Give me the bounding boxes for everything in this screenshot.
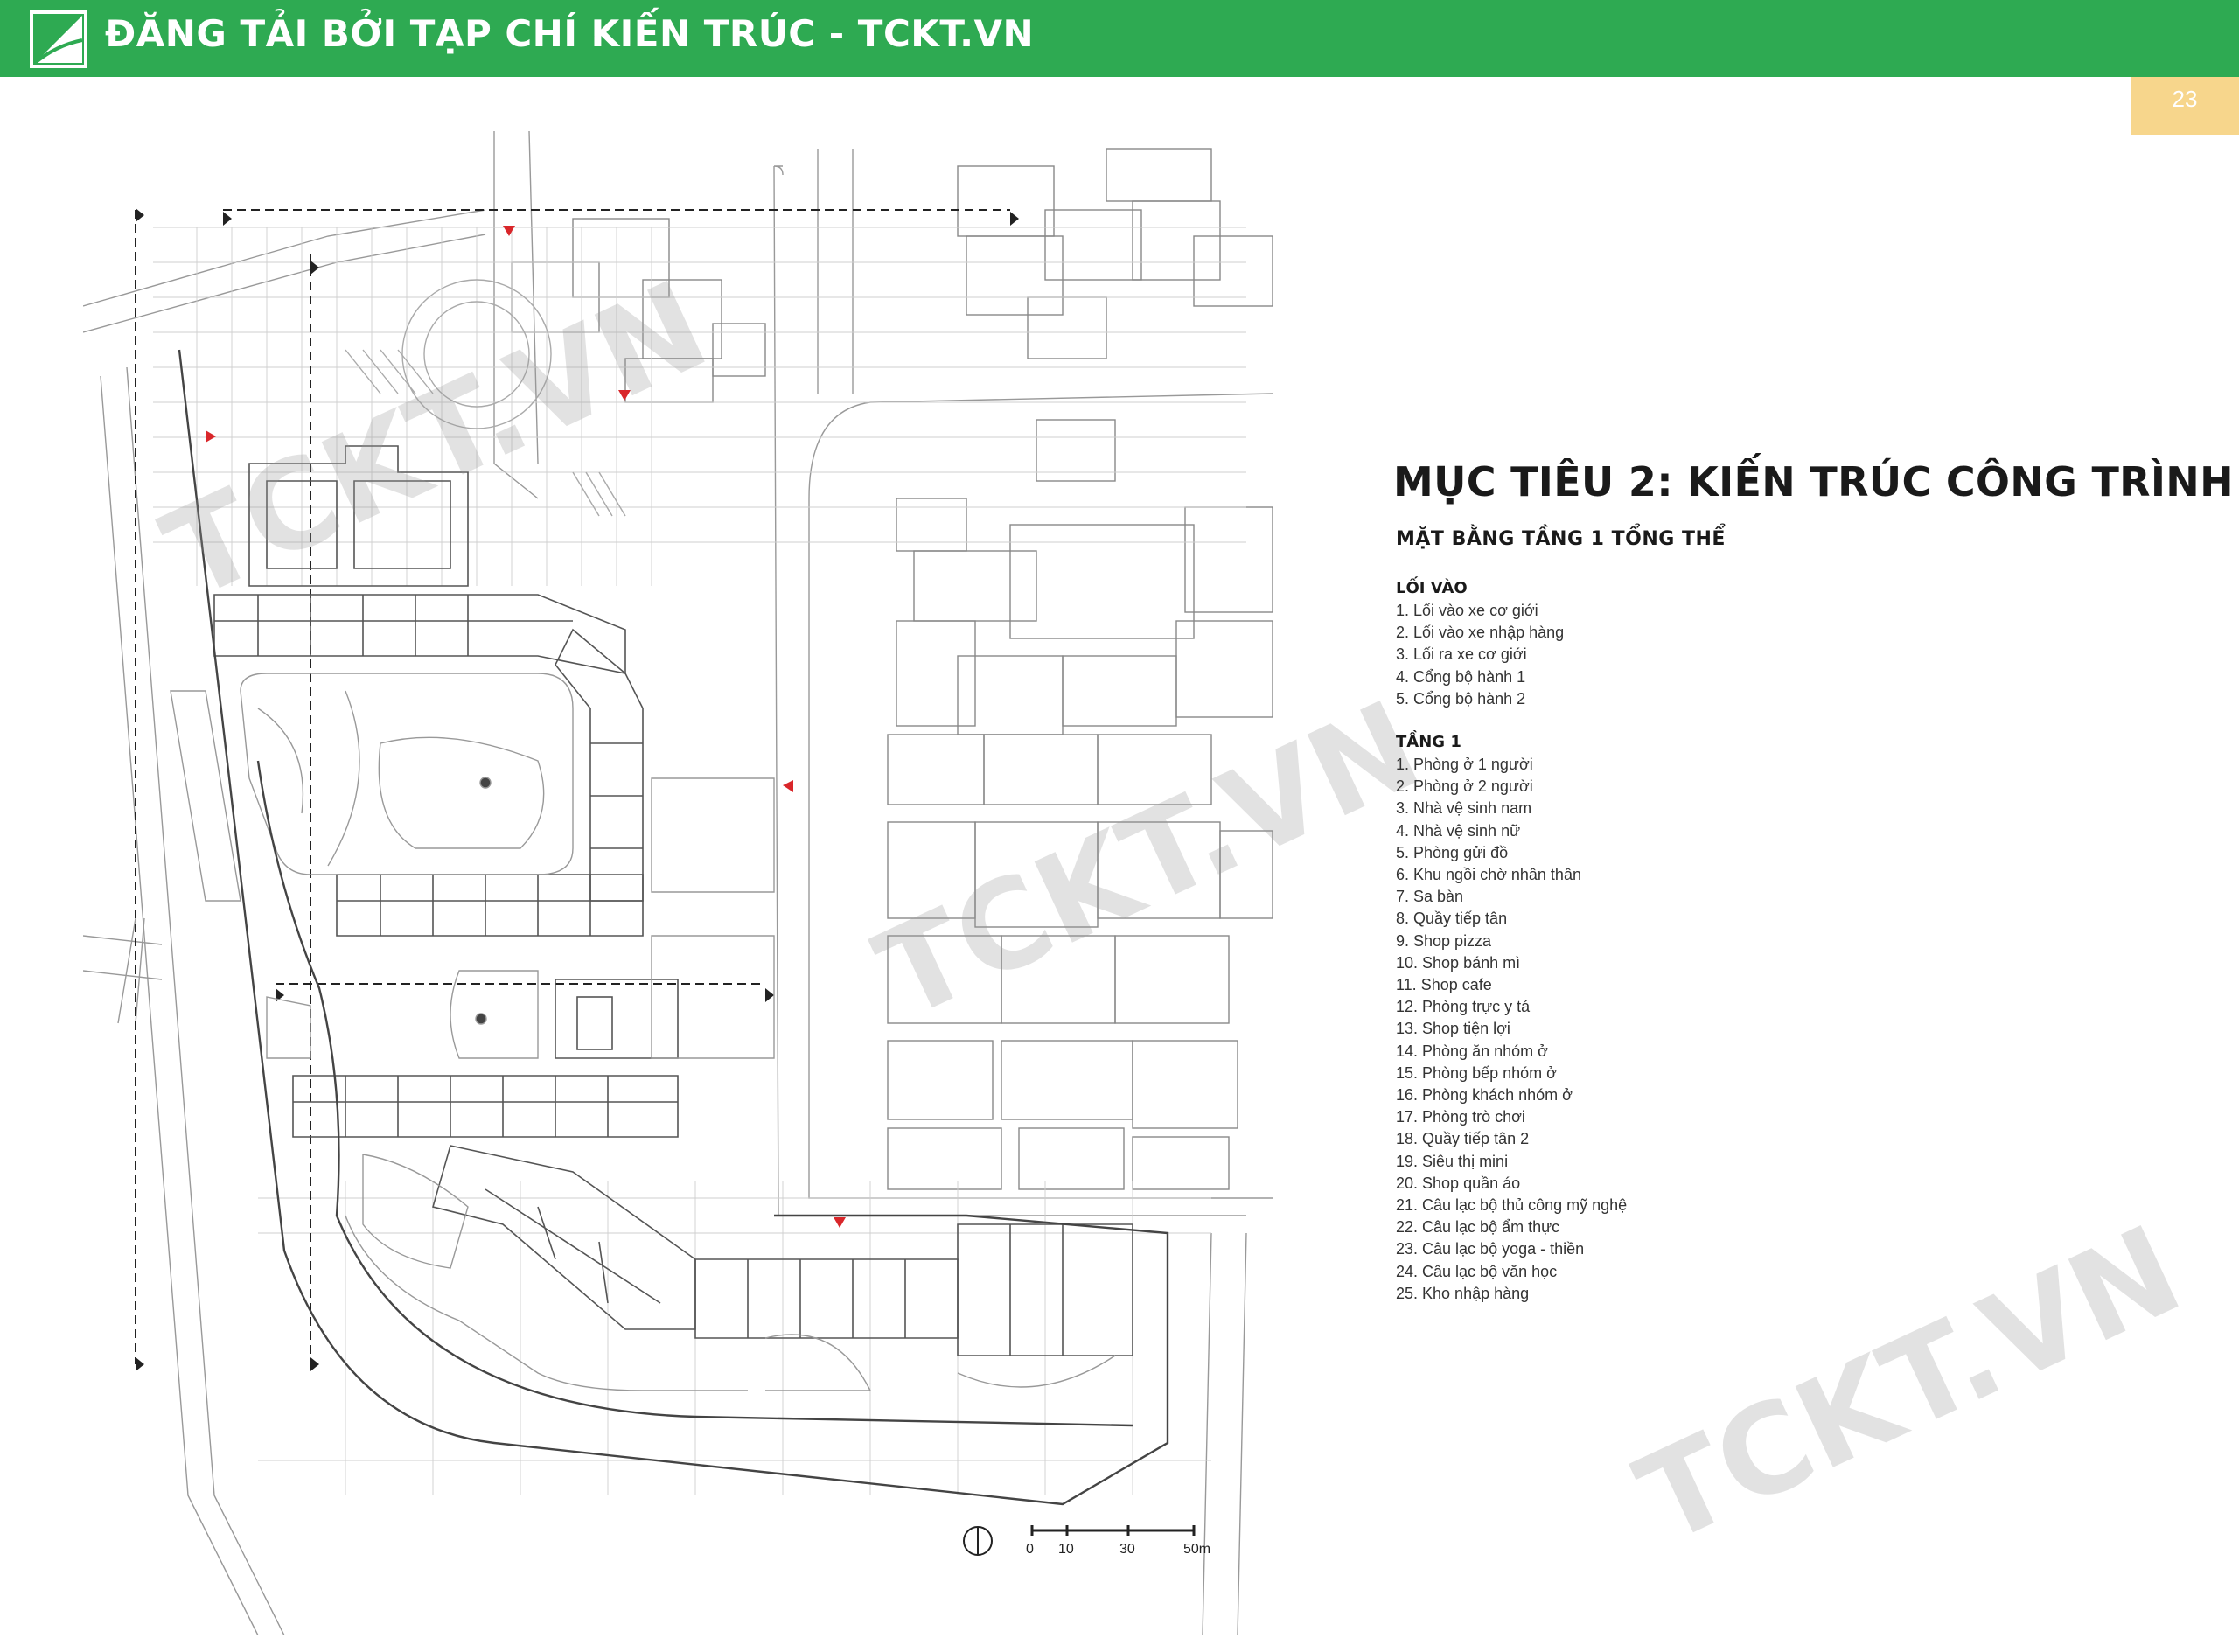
- list-item: 17. Phòng trò chơi: [1396, 1108, 1525, 1126]
- banner-text: ĐĂNG TẢI BỞI TẠP CHÍ KIẾN TRÚC - TCKT.VN: [105, 12, 1035, 55]
- list-item: 7. Sa bàn: [1396, 888, 1464, 906]
- list-item: 3. Nhà vệ sinh nam: [1396, 799, 1532, 818]
- list-item: 18. Quầy tiếp tân 2: [1396, 1130, 1530, 1148]
- scale-label: 30: [1120, 1542, 1135, 1557]
- header-bar: ĐĂNG TẢI BỞI TẠP CHÍ KIẾN TRÚC - TCKT.VN: [0, 0, 2239, 77]
- north-arrow-icon: [963, 1526, 993, 1556]
- scale-labels: 0 10 30 50m: [1026, 1542, 1210, 1557]
- neighbour-buildings: [511, 148, 1273, 1190]
- list-item: 5. Phòng gửi đồ: [1396, 843, 1509, 861]
- watermark: TCKT.VN: [1618, 1199, 2201, 1572]
- floor1-list: 1. Phòng ở 1 người 2. Phòng ở 2 người 3.…: [1396, 754, 1627, 1305]
- list-item: 3. Lối ra xe cơ giới: [1396, 645, 1527, 664]
- site-plan-drawing: 0 10 30 50m: [83, 131, 1273, 1635]
- scale-label: 0: [1026, 1542, 1034, 1557]
- courtyards-landscape: [170, 673, 1116, 1391]
- list-item: 11. Shop cafe: [1396, 976, 1492, 994]
- scale-bar: [1030, 1525, 1196, 1536]
- page-title: MỤC TIÊU 2: KIẾN TRÚC CÔNG TRÌNH: [1393, 458, 2234, 505]
- entrances-heading: LỐI VÀO: [1396, 579, 1468, 597]
- list-item: 6. Khu ngồi chờ nhân thân: [1396, 866, 1581, 884]
- page-subtitle: MẶT BẰNG TẦNG 1 TỔNG THỂ: [1396, 528, 1726, 550]
- entrance-plaza: [345, 279, 626, 517]
- list-item: 23. Câu lạc bộ yoga - thiền: [1396, 1240, 1585, 1258]
- scale-label: 10: [1058, 1542, 1074, 1557]
- list-item: 9. Shop pizza: [1396, 931, 1492, 950]
- list-item: 10. Shop bánh mì: [1396, 953, 1521, 972]
- tckt-logo-icon: [30, 10, 87, 68]
- list-item: 12. Phòng trực y tá: [1396, 998, 1531, 1016]
- section-markers: [136, 208, 1019, 1371]
- list-item: 25. Kho nhập hàng: [1396, 1284, 1530, 1302]
- floor1-heading: TẦNG 1: [1396, 733, 1461, 751]
- list-item: 8. Quầy tiếp tân: [1396, 910, 1508, 928]
- list-item: 21. Câu lạc bộ thủ công mỹ nghệ: [1396, 1196, 1628, 1215]
- list-item: 2. Lối vào xe nhập hàng: [1396, 624, 1565, 642]
- list-item: 4. Nhà vệ sinh nữ: [1396, 821, 1521, 840]
- list-item: 14. Phòng ăn nhóm ở: [1396, 1042, 1548, 1060]
- list-item: 2. Phòng ở 2 người: [1396, 777, 1533, 796]
- list-item: 1. Lối vào xe cơ giới: [1396, 602, 1538, 619]
- list-item: 24. Câu lạc bộ văn học: [1396, 1262, 1558, 1280]
- entrances-list: 1. Lối vào xe cơ giới 2. Lối vào xe nhập…: [1396, 600, 1564, 710]
- page-number: 23: [2131, 77, 2239, 135]
- list-item: 13. Shop tiện lợi: [1396, 1020, 1510, 1038]
- list-item: 5. Cổng bộ hành 2: [1396, 689, 1526, 708]
- section-lines: [135, 209, 1010, 1364]
- entrance-markers: [206, 226, 846, 1228]
- list-item: 19. Siêu thị mini: [1396, 1152, 1509, 1170]
- site-boundary: [178, 349, 1169, 1506]
- list-item: 1. Phòng ở 1 người: [1396, 756, 1533, 773]
- list-item: 15. Phòng bếp nhóm ở: [1396, 1063, 1557, 1082]
- scale-label: 50m: [1183, 1542, 1210, 1557]
- list-item: 4. Cổng bộ hành 1: [1396, 667, 1526, 686]
- list-item: 22. Câu lạc bộ ẩm thực: [1396, 1218, 1560, 1237]
- list-item: 20. Shop quần áo: [1396, 1174, 1521, 1192]
- list-item: 16. Phòng khách nhóm ở: [1396, 1086, 1573, 1105]
